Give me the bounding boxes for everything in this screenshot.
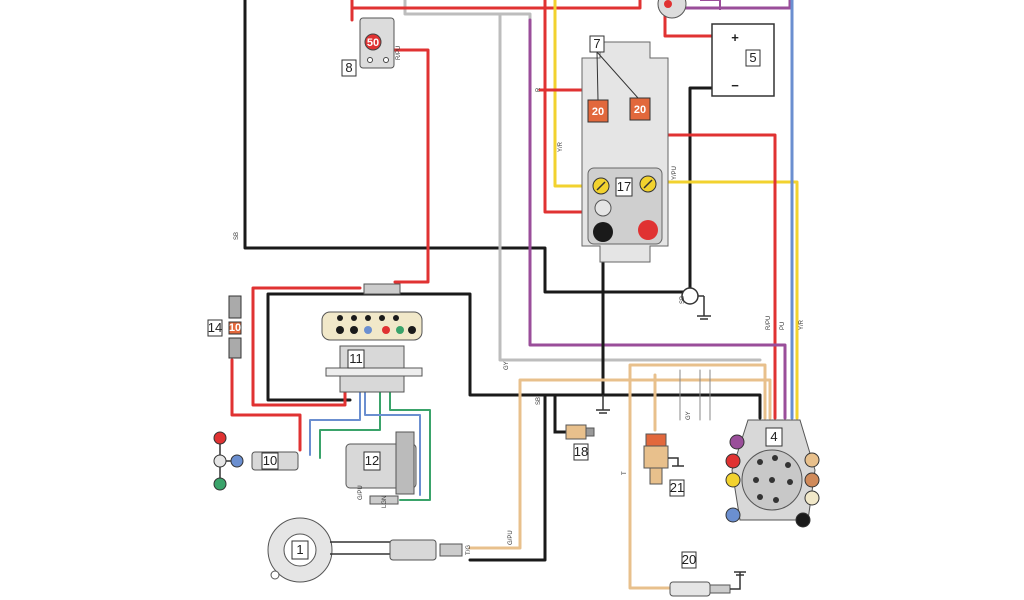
- label-lgn: LGN: [382, 496, 388, 508]
- wire-red-top: [350, 0, 642, 22]
- label-yr2: Y/R: [799, 319, 805, 330]
- wire-green-10: [319, 391, 431, 501]
- component-11-number: 11: [349, 351, 363, 366]
- top-device: [657, 0, 721, 19]
- wire-purple: [528, 0, 792, 420]
- ground-symbol-1: [681, 287, 711, 320]
- breaker-rating: 50: [367, 37, 379, 49]
- label-sb2: SB: [536, 397, 542, 405]
- breaker-8: 50 8: [341, 17, 395, 77]
- label-rpu-top: R/PU: [396, 46, 402, 60]
- label-ypu: Y/PU: [672, 166, 678, 180]
- label-pu: PU: [780, 322, 786, 330]
- fuse-block-17: 20 20 7 17: [581, 35, 669, 263]
- label-gy: GY: [504, 361, 510, 370]
- component-10-number: 10: [263, 453, 277, 468]
- connector-top-11: [363, 283, 401, 295]
- main-connector-4: 4: [725, 419, 820, 528]
- wire-black-main: [243, 0, 714, 294]
- component-17-number: 17: [617, 179, 631, 194]
- component-20-number: 20: [682, 552, 696, 567]
- fuse-holder-14: 10 14: [207, 295, 242, 359]
- label-gpu: G/PU: [508, 530, 514, 545]
- label-gy2: GY: [686, 411, 692, 420]
- label-rpu-right: R/PU: [766, 316, 772, 330]
- component-4-number: 4: [770, 429, 777, 444]
- label-sb-right: SB: [680, 296, 686, 304]
- wire-yellow-right: [648, 180, 799, 420]
- stator-1: 1: [267, 517, 463, 583]
- component-5-number: 5: [749, 50, 756, 65]
- component-14-number: 14: [208, 320, 222, 335]
- sensor-20: 20: [630, 551, 746, 597]
- unit-12: 12: [345, 431, 417, 505]
- small-fuse-rating: 10: [229, 322, 241, 334]
- label-yr: Y/R: [558, 141, 564, 152]
- fuse-left-rating: 20: [592, 106, 604, 118]
- component-18-number: 18: [574, 444, 588, 459]
- battery-plus: +: [731, 30, 739, 45]
- component-7-number: 7: [593, 36, 600, 51]
- battery-minus: −: [731, 78, 739, 93]
- component-12-number: 12: [365, 453, 379, 468]
- component-21-number: 21: [670, 480, 684, 495]
- wire-thin-21: [679, 369, 711, 421]
- wire-red-left-loop: [230, 286, 362, 452]
- component-1-number: 1: [296, 542, 303, 557]
- fuse-right-rating: 20: [634, 104, 646, 116]
- component-8-number: 8: [345, 60, 352, 75]
- wire-tan-2: [628, 363, 767, 590]
- wire-black-1: [468, 393, 547, 562]
- label-tg: T/G: [466, 545, 472, 555]
- label-g-pu: G/PU: [358, 485, 364, 500]
- connector-10: 10: [213, 431, 299, 491]
- wire-blue-12: [364, 391, 421, 496]
- label-sb-left: SB: [234, 232, 240, 240]
- sensor-18: 18: [553, 395, 610, 461]
- label-r-upper: R: [536, 87, 542, 92]
- battery-5: + − 5: [711, 23, 775, 97]
- label-t: T: [622, 471, 628, 475]
- module-11: 11: [321, 311, 423, 393]
- wire-red-battery: [663, 6, 714, 38]
- wire-tan-1: [468, 378, 772, 550]
- sender-21: 21: [643, 433, 685, 497]
- wire-red-breaker-down: [388, 48, 430, 284]
- wire-blue-10: [309, 391, 361, 456]
- wire-labels: SB R/PU R Y/R Y/PU SB R/PU PU Y/R GY T T…: [234, 46, 805, 555]
